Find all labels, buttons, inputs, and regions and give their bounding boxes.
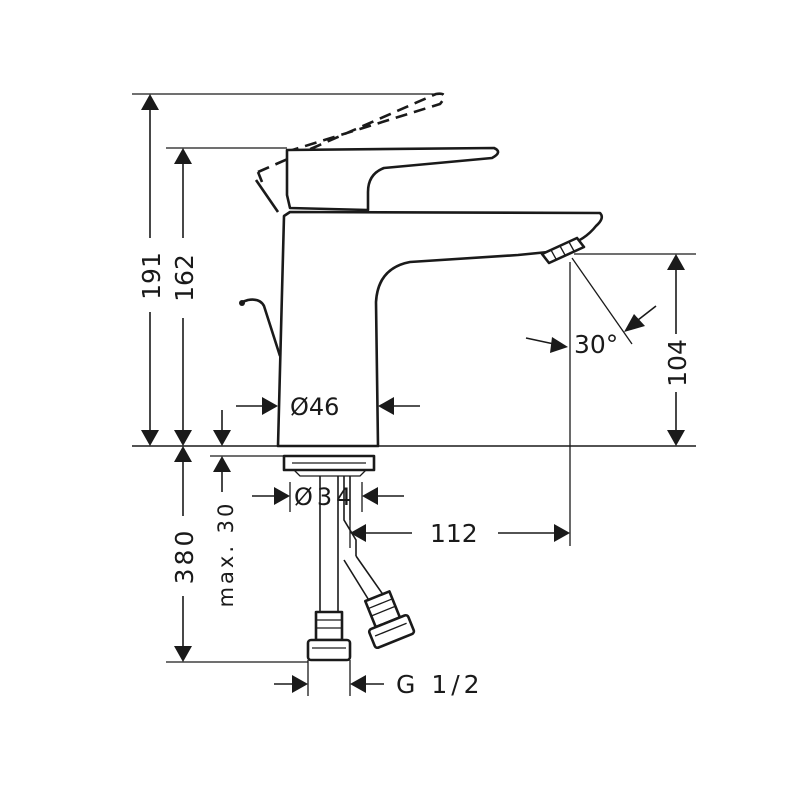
dim-112-label: 112 (430, 519, 478, 548)
dim-diameter-34-label: Ø34 (294, 483, 355, 511)
dim-162-label: 162 (170, 254, 199, 302)
faucet-outline (239, 92, 604, 662)
lever-handle (285, 146, 500, 212)
hose-left (319, 476, 339, 612)
drain-rod (241, 298, 282, 357)
dim-diameter-46-label: Ø46 (290, 393, 339, 421)
hose-fitting-right (363, 590, 416, 650)
dim-thread-label: G 1/2 (396, 670, 484, 699)
dimension-lines (132, 93, 696, 696)
dim-380-label: 380 (170, 528, 199, 585)
dim-angle-label: 30° (574, 330, 618, 359)
dim-104-label: 104 (663, 339, 692, 387)
hose-fitting-left (306, 610, 352, 662)
dimension-labels: 191 162 104 380 max. 30 30° Ø46 Ø34 112 … (137, 252, 692, 699)
dim-191-label: 191 (137, 252, 166, 300)
hose-right (343, 555, 385, 603)
dim-max30-label: max. 30 (214, 501, 238, 608)
